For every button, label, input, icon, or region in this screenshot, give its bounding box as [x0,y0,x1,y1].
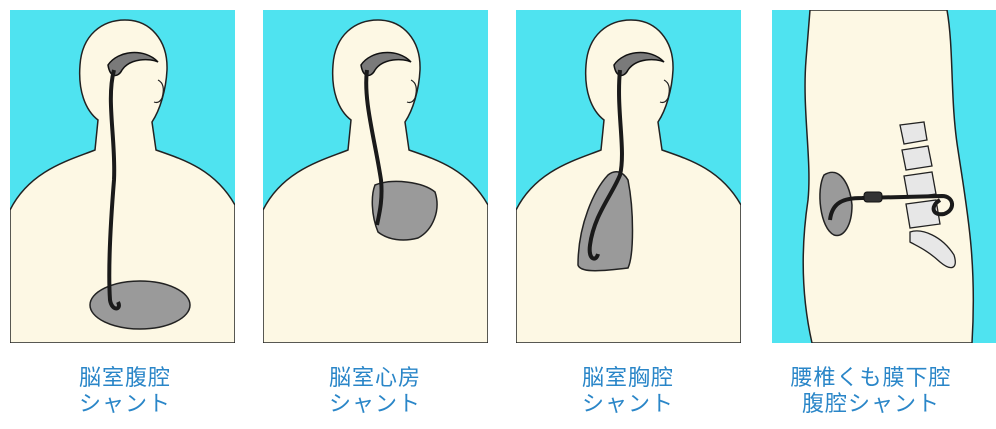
shunt-valve [864,192,882,202]
caption-line-2: 腹腔シャント [746,392,996,418]
caption-line-1: 脳室腹腔 [0,366,250,392]
caption-vpl-shunt: 脳室胸腔 シャント [503,366,753,418]
va-shunt-figure [263,10,488,343]
vpl-shunt-illustration [516,10,741,343]
caption-line-1: 脳室胸腔 [503,366,753,392]
caption-line-2: シャント [250,392,500,418]
caption-va-shunt: 脳室心房 シャント [250,366,500,418]
caption-vp-shunt: 脳室腹腔 シャント [0,366,250,418]
lp-shunt-figure [772,10,996,343]
vpl-shunt-figure [516,10,741,343]
vp-shunt-illustration [10,10,235,343]
va-shunt-illustration [263,10,488,343]
caption-lp-shunt: 腰椎くも膜下腔 腹腔シャント [746,366,996,418]
caption-line-2: シャント [0,392,250,418]
caption-line-2: シャント [503,392,753,418]
caption-line-1: 脳室心房 [250,366,500,392]
peritoneal-cavity [90,281,190,329]
vp-shunt-figure [10,10,235,343]
caption-line-1: 腰椎くも膜下腔 [746,366,996,392]
lp-shunt-illustration [772,10,996,343]
